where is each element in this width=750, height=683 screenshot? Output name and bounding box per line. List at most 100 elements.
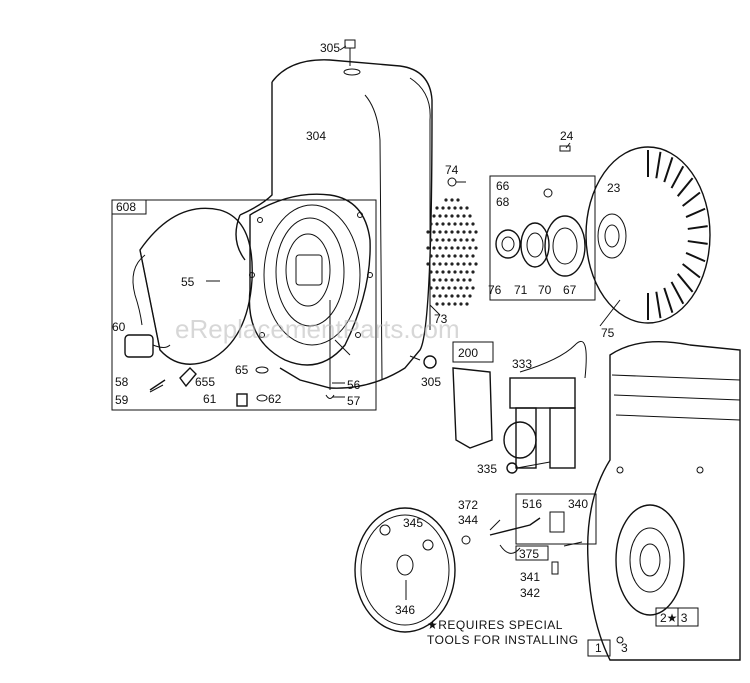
- screen-dot: [456, 230, 460, 234]
- callout-67: 67: [563, 283, 577, 297]
- callout-62: 62: [268, 392, 282, 406]
- clutch-assembly: [495, 188, 586, 277]
- screen-dot: [468, 214, 472, 218]
- screen-dot: [453, 286, 457, 290]
- callout-66: 66: [496, 179, 510, 193]
- screw-74: [447, 177, 466, 187]
- screen-dot: [441, 238, 445, 242]
- screen-dot: [456, 214, 460, 218]
- callout-76: 76: [488, 283, 502, 297]
- rope-56: [325, 300, 335, 399]
- callout-57: 57: [347, 394, 361, 408]
- callout-60: 60: [112, 320, 126, 334]
- screen-dot: [432, 294, 436, 298]
- screen-dot: [450, 294, 454, 298]
- screen-dot: [459, 302, 463, 306]
- callout-341: 341: [520, 570, 540, 584]
- rotating-screen-73: [426, 198, 478, 306]
- screen-dot: [456, 246, 460, 250]
- screen-dot: [456, 278, 460, 282]
- callout-71: 71: [514, 283, 528, 297]
- callout-305-top: 305: [320, 41, 340, 55]
- screen-dot: [462, 214, 466, 218]
- starter-cover-55: [139, 207, 253, 365]
- rope-handle-60: [124, 254, 171, 358]
- screw-335: [506, 461, 551, 474]
- callout-372: 372: [458, 498, 478, 512]
- kit-box-608-tag: [111, 199, 147, 215]
- screen-dot: [429, 222, 433, 226]
- screen-dot: [453, 254, 457, 258]
- flywheel-fin: [685, 207, 706, 218]
- screen-dot: [426, 246, 430, 250]
- screen-dot: [435, 238, 439, 242]
- screen-dot: [468, 262, 472, 266]
- screen-dot: [474, 246, 478, 250]
- callout-200: 200: [458, 346, 478, 360]
- screen-dot: [462, 278, 466, 282]
- screen-dot: [447, 270, 451, 274]
- flywheel-fin: [687, 225, 708, 230]
- armature-333: [503, 340, 587, 469]
- plate-200: [452, 367, 493, 449]
- flywheel-fin: [685, 252, 706, 263]
- screen-dot: [447, 302, 451, 306]
- callout-346: 346: [395, 603, 415, 617]
- screen-dot: [432, 278, 436, 282]
- screen-dot: [438, 230, 442, 234]
- screen-dot: [471, 222, 475, 226]
- screen-dot: [468, 246, 472, 250]
- screen-dot: [429, 238, 433, 242]
- tag-2-3: [655, 607, 699, 627]
- screen-dot: [426, 262, 430, 266]
- bolt-305-top: [344, 39, 356, 66]
- screen-dot: [465, 206, 469, 210]
- screen-dot: [444, 246, 448, 250]
- screen-dot: [465, 222, 469, 226]
- screen-dot: [462, 262, 466, 266]
- callout-305-lower: 305: [421, 375, 441, 389]
- screen-dot: [438, 214, 442, 218]
- screen-dot: [438, 278, 442, 282]
- screen-dot: [441, 302, 445, 306]
- bolt-305-lower: [409, 355, 437, 369]
- screen-dot: [441, 206, 445, 210]
- screen-dot: [450, 230, 454, 234]
- key-24: [559, 145, 571, 152]
- screen-dot: [450, 246, 454, 250]
- part-65: [255, 366, 269, 374]
- screen-dot: [441, 222, 445, 226]
- callout-3: 3: [621, 641, 628, 655]
- screen-dot: [453, 222, 457, 226]
- screen-dot: [438, 246, 442, 250]
- screen-dot: [456, 262, 460, 266]
- screen-dot: [447, 206, 451, 210]
- screen-dot: [468, 294, 472, 298]
- screen-dot: [447, 222, 451, 226]
- flywheel-fin: [687, 240, 708, 245]
- screen-dot: [447, 286, 451, 290]
- callout-68: 68: [496, 195, 510, 209]
- screen-dot: [471, 270, 475, 274]
- callout-70: 70: [538, 283, 552, 297]
- callout-342: 342: [520, 586, 540, 600]
- tag-1: [587, 639, 611, 657]
- callout-73: 73: [434, 312, 448, 326]
- screen-dot: [459, 286, 463, 290]
- engine-block: [586, 341, 741, 661]
- callout-59: 59: [115, 393, 129, 407]
- flywheel-fin: [663, 157, 674, 183]
- screen-dot: [447, 254, 451, 258]
- screen-dot: [450, 278, 454, 282]
- flywheel-fin: [655, 151, 662, 179]
- flywheel-fin: [682, 191, 701, 207]
- flywheel-23: [585, 146, 711, 324]
- screen-dot: [465, 254, 469, 258]
- screen-dot: [468, 230, 472, 234]
- screen-dot: [453, 270, 457, 274]
- callout-75: 75: [601, 326, 615, 340]
- screen-dot: [444, 198, 448, 202]
- tag-375: [515, 545, 549, 561]
- flywheel-fin: [676, 273, 694, 293]
